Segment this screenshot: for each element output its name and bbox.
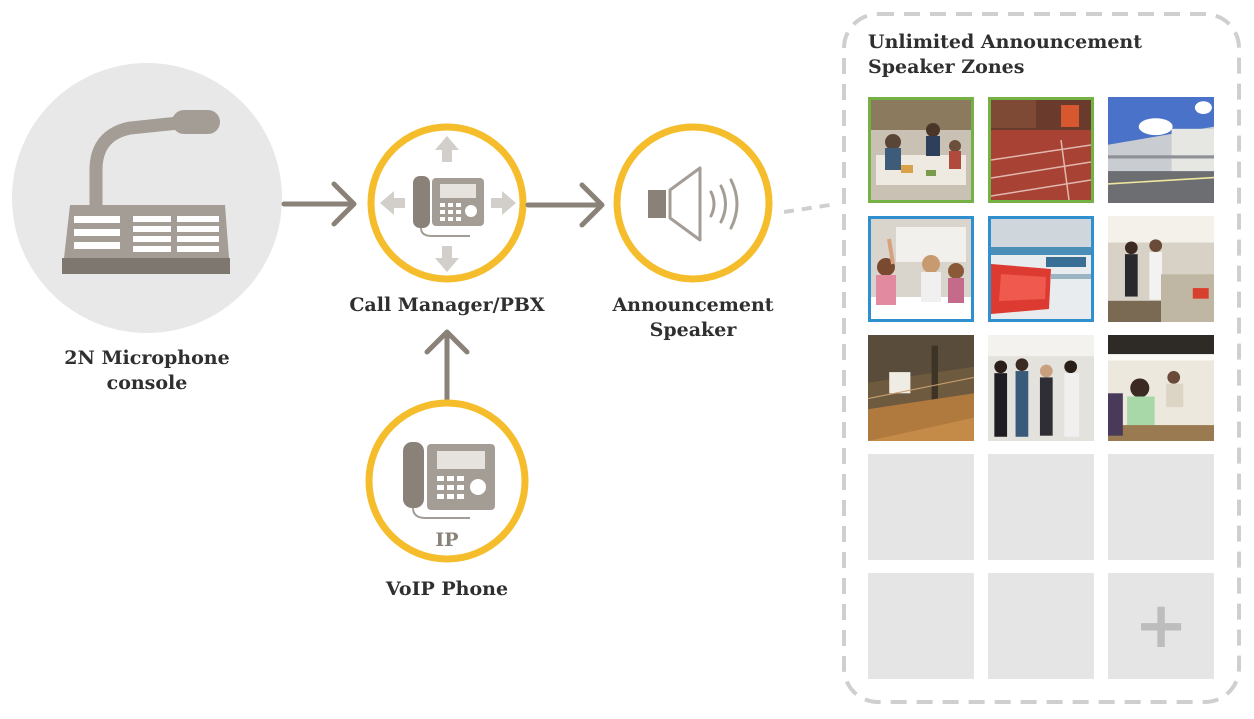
zone-tile-empty xyxy=(1108,454,1214,560)
zone-tile-students-hallway xyxy=(988,335,1094,441)
console-label: 2N Microphone console xyxy=(47,346,247,396)
zone-tile-classroom-raised-hands xyxy=(868,216,974,322)
speaker-icon xyxy=(648,166,739,242)
ip-label: IP xyxy=(435,529,458,551)
zone-tile-empty xyxy=(868,573,974,679)
zones-connector xyxy=(783,203,831,214)
arrow-console-to-pbx xyxy=(281,181,357,227)
zones-title-line2: Speaker Zones xyxy=(868,56,1025,78)
voip-label: VoIP Phone xyxy=(385,578,509,600)
speaker-label-line2: Speaker xyxy=(649,319,737,341)
add-zone-button[interactable]: + xyxy=(1108,573,1214,679)
zone-tile-school-building xyxy=(1108,97,1214,203)
arrow-voip-to-pbx xyxy=(424,329,470,405)
microphone-console-icon xyxy=(62,110,230,274)
pbx-label: Call Manager/PBX xyxy=(349,294,545,316)
zone-tile-reception xyxy=(1108,216,1214,322)
zones-title: Unlimited Announcement Speaker Zones xyxy=(868,30,1188,80)
zone-tile-empty xyxy=(988,573,1094,679)
zone-tile-empty xyxy=(988,454,1094,560)
plus-icon: + xyxy=(1134,589,1188,663)
zones-container xyxy=(783,12,1241,704)
voip-phone-node: IP xyxy=(365,399,529,563)
microphone-console-node xyxy=(12,63,282,333)
zone-tile-empty xyxy=(868,454,974,560)
speaker-node xyxy=(613,123,773,283)
zone-tile-gymnasium xyxy=(868,335,974,441)
console-label-line1: 2N Microphone xyxy=(64,347,230,369)
speaker-label: Announcement Speaker xyxy=(590,293,796,343)
console-label-line2: console xyxy=(106,372,188,394)
zone-tile-exam-hall xyxy=(1108,335,1214,441)
pbx-node xyxy=(367,123,527,283)
speaker-label-line1: Announcement xyxy=(612,294,774,316)
ip-phone-icon xyxy=(403,442,495,519)
zone-tile-cafeteria xyxy=(988,216,1094,322)
arrow-pbx-to-speaker xyxy=(525,182,605,228)
zone-tile-running-track xyxy=(988,97,1094,203)
zone-tile-classroom-tables xyxy=(868,97,974,203)
desk-phone-icon xyxy=(413,176,484,237)
zones-title-line1: Unlimited Announcement xyxy=(868,31,1143,53)
pbx-direction-arrows-icon xyxy=(380,136,516,272)
